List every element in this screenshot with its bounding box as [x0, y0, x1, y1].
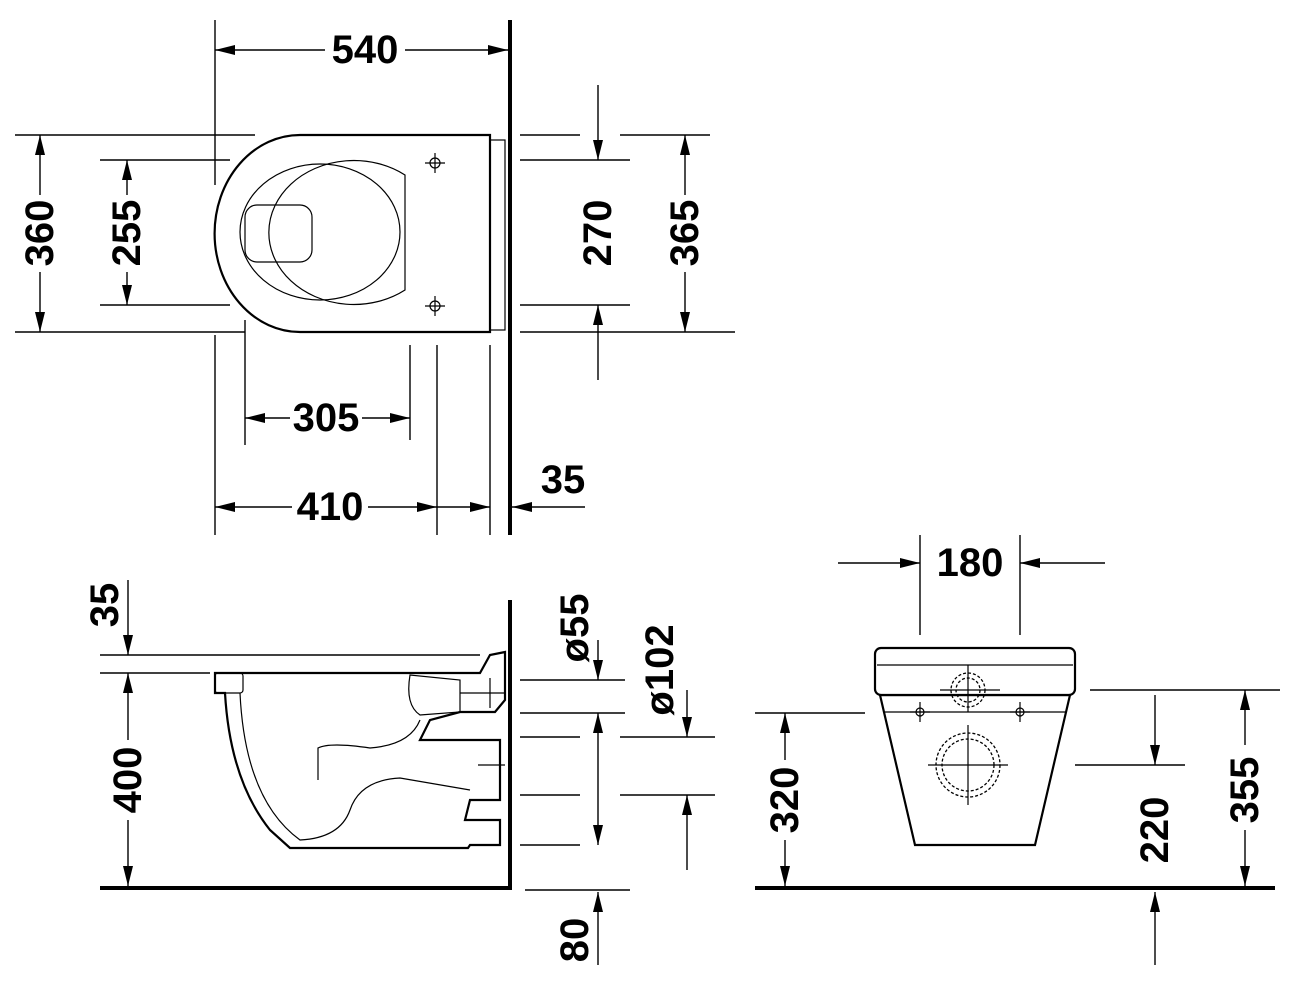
seat-bolt-mark-bottom [425, 296, 445, 316]
dimension-80: 80 [525, 889, 630, 965]
dimension-270: 270 [520, 85, 630, 380]
label-80: 80 [553, 918, 597, 963]
fixing-mark-left [910, 702, 930, 722]
dimension-255: 255 [100, 159, 230, 306]
label-35-top: 35 [541, 458, 586, 502]
dimension-540: 540 [214, 20, 508, 185]
inlet-circle [940, 665, 1000, 712]
label-220: 220 [1133, 797, 1177, 864]
side-view: 35 400 ø55 ø102 [83, 580, 715, 965]
dimension-35-top: 35 [512, 458, 586, 512]
dimension-d102: ø102 [620, 624, 715, 870]
front-view: 180 320 220 355 [755, 535, 1280, 965]
seat-bolt-mark-top [425, 153, 445, 173]
label-35-side: 35 [83, 583, 127, 628]
label-365: 365 [663, 200, 707, 267]
dimension-d55: ø55 [520, 594, 625, 714]
label-400: 400 [106, 747, 150, 814]
seat-opening-outer [268, 159, 406, 306]
label-d102: ø102 [638, 624, 682, 715]
label-270: 270 [576, 200, 620, 267]
dimension-365: 365 [520, 134, 735, 333]
label-355: 355 [1223, 757, 1267, 824]
fixing-mark-right [1010, 702, 1030, 722]
label-320: 320 [763, 767, 807, 834]
top-view: 540 360 255 270 [15, 20, 735, 535]
label-d55: ø55 [553, 594, 597, 663]
toilet-front-outline [873, 646, 1077, 847]
dimension-180: 180 [838, 535, 1105, 635]
bowl-outline [213, 133, 492, 334]
label-180: 180 [937, 541, 1004, 585]
back-flange [489, 139, 506, 331]
outlet-circle [928, 725, 1008, 805]
bowl-well [244, 204, 313, 263]
label-255: 255 [105, 200, 149, 267]
label-410: 410 [297, 485, 364, 529]
dimension-320: 320 [755, 712, 865, 886]
seat-opening [239, 163, 401, 301]
dimension-305: 305 [244, 320, 411, 445]
toilet-side-outline [213, 650, 507, 850]
dimension-355: 355 [1090, 689, 1280, 886]
dimension-360: 360 [15, 134, 255, 333]
dimension-220: 220 [1075, 695, 1185, 965]
dimension-400: 400 [106, 673, 150, 886]
label-305: 305 [293, 396, 360, 440]
label-360: 360 [18, 200, 62, 267]
dimension-inlet-outlet [520, 713, 603, 846]
label-540: 540 [332, 28, 399, 72]
dimension-410: 410 [214, 335, 491, 535]
dimension-35-side: 35 [83, 580, 480, 674]
